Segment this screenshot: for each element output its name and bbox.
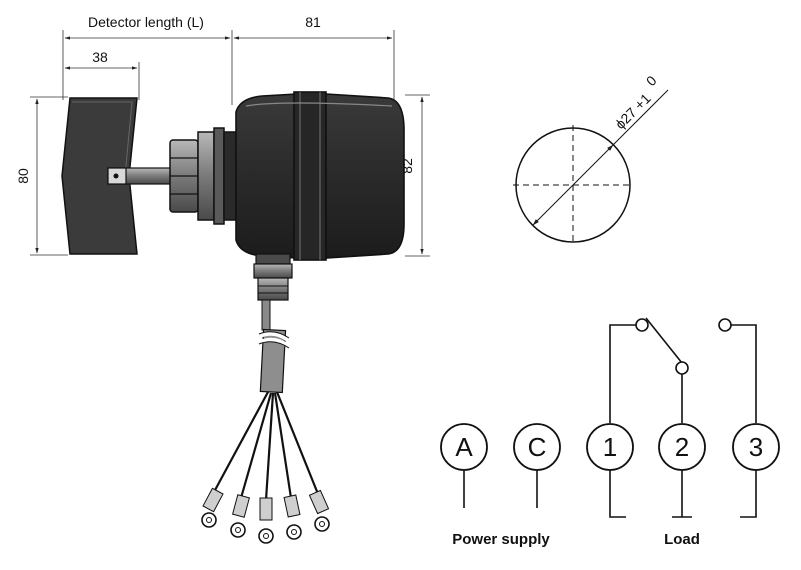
ring-terminal — [283, 494, 302, 540]
ring-terminal — [258, 497, 274, 544]
ring-terminal — [201, 487, 224, 528]
switch-contacts — [609, 317, 757, 423]
terminal-a-label: A — [455, 432, 473, 462]
terminal-1-label: 1 — [603, 432, 617, 462]
dim-38-label: 38 — [92, 49, 108, 65]
dimension-81: 81 — [233, 14, 395, 100]
dimension-80: 80 — [15, 96, 68, 256]
hole-tolerance-label: 0 — [643, 72, 660, 89]
terminal-3-label: 3 — [749, 432, 763, 462]
paddle — [61, 97, 138, 255]
dimension-detector-length: Detector length (L) — [62, 14, 233, 105]
ring-terminal — [230, 494, 250, 538]
terminal-c-label: C — [528, 432, 547, 462]
cable-gland — [253, 253, 293, 301]
ring-terminal — [308, 489, 330, 532]
terminal-a: A — [440, 423, 488, 508]
mounting-fitting — [169, 127, 237, 225]
mounting-hole-diagram: ϕ27 +1 0 — [513, 72, 669, 245]
housing-body — [235, 91, 405, 261]
lead-wires — [213, 391, 320, 501]
wiring-diagram: A C 1 2 3 Power supply Load — [440, 317, 780, 548]
terminal-1: 1 — [586, 423, 634, 518]
load-label: Load — [664, 531, 700, 548]
terminal-3: 3 — [732, 423, 780, 518]
terminal-c: C — [513, 423, 561, 508]
dim-80-label: 80 — [15, 168, 31, 184]
terminal-2: 2 — [658, 423, 706, 518]
cable — [258, 299, 290, 394]
terminal-2-label: 2 — [675, 432, 689, 462]
ring-terminals — [201, 487, 330, 544]
shaft — [107, 167, 173, 185]
power-supply-label: Power supply — [452, 531, 550, 548]
dimension-38: 38 — [64, 49, 140, 100]
detector-length-label: Detector length (L) — [88, 14, 204, 30]
dim-81-label: 81 — [305, 14, 321, 30]
